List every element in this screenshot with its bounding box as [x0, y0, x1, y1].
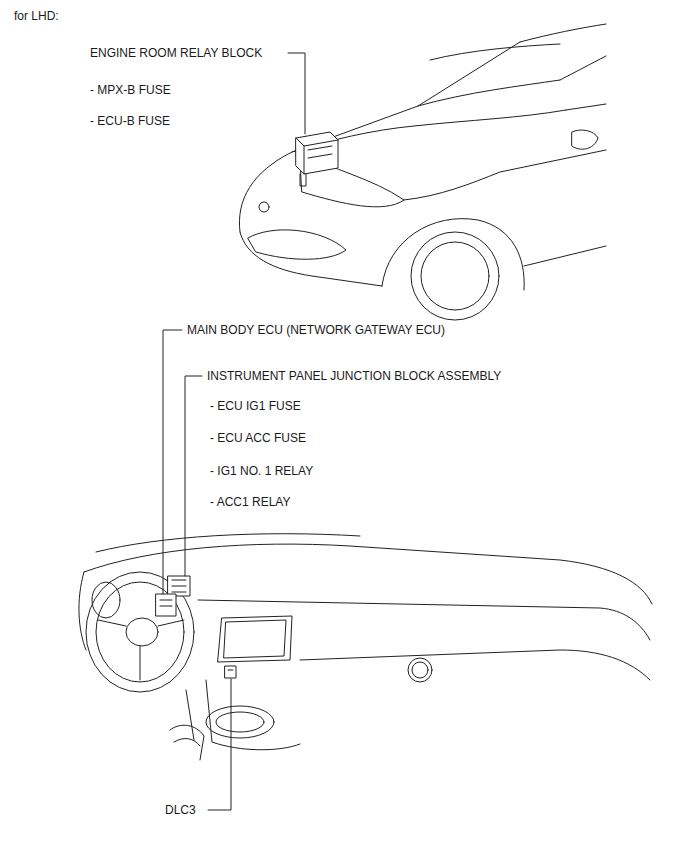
part-name: ENGINE ROOM RELAY BLOCK	[90, 46, 262, 60]
part-name: DLC3	[165, 803, 196, 817]
car-illustration	[239, 24, 606, 320]
item-label: - ECU ACC FUSE	[210, 431, 306, 445]
title: for LHD:	[14, 9, 59, 23]
component-symbols	[156, 576, 236, 678]
item-label: - ECU-B FUSE	[90, 114, 170, 128]
dashboard-illustration	[79, 534, 652, 760]
item-label: - IG1 NO. 1 RELAY	[210, 464, 313, 478]
part-name: MAIN BODY ECU (NETWORK GATEWAY ECU)	[187, 323, 445, 337]
item-label: - ECU IG1 FUSE	[210, 399, 301, 413]
relay-block	[296, 132, 338, 186]
item-label: - MPX-B FUSE	[90, 83, 171, 97]
item-label: - ACC1 RELAY	[210, 495, 290, 509]
part-name: INSTRUMENT PANEL JUNCTION BLOCK ASSEMBLY	[207, 369, 501, 383]
